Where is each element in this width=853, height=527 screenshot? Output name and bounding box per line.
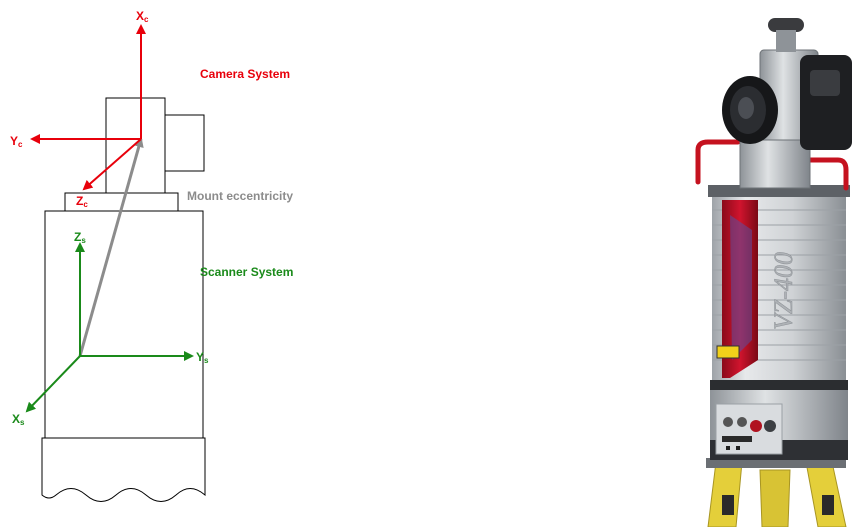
laser-scanner-icon: VZ-400 — [708, 185, 850, 380]
camera-z-label: Zc — [76, 194, 88, 209]
tripod-icon — [706, 458, 846, 527]
connector-panel — [716, 404, 782, 454]
scanner-z-label: Zs — [74, 230, 86, 245]
eccentricity-vector — [80, 139, 141, 356]
laser-warning-label-icon — [717, 346, 739, 358]
mount-eccentricity-label: Mount eccentricity — [187, 189, 293, 203]
diagram: Xc Yc Zc Zs Ys Xs Camera System Mount ec… — [10, 9, 293, 502]
camera-system-label: Camera System — [200, 67, 290, 81]
tripod-base-outline — [42, 438, 205, 502]
scanner-x-label: Xs — [12, 412, 25, 427]
camera-y-label: Yc — [10, 134, 23, 149]
scanner-body-outline — [45, 211, 203, 438]
brand-text: VZ-400 — [769, 252, 798, 330]
scanner-y-label: Ys — [196, 350, 209, 365]
scanner-x-axis — [27, 356, 80, 411]
scanner-photo: VZ-400 — [698, 18, 852, 527]
scanner-system-label: Scanner System — [200, 265, 293, 279]
camera-body-outline — [106, 98, 165, 193]
camera-lens-outline — [165, 115, 204, 171]
camera-x-label: Xc — [136, 9, 149, 24]
